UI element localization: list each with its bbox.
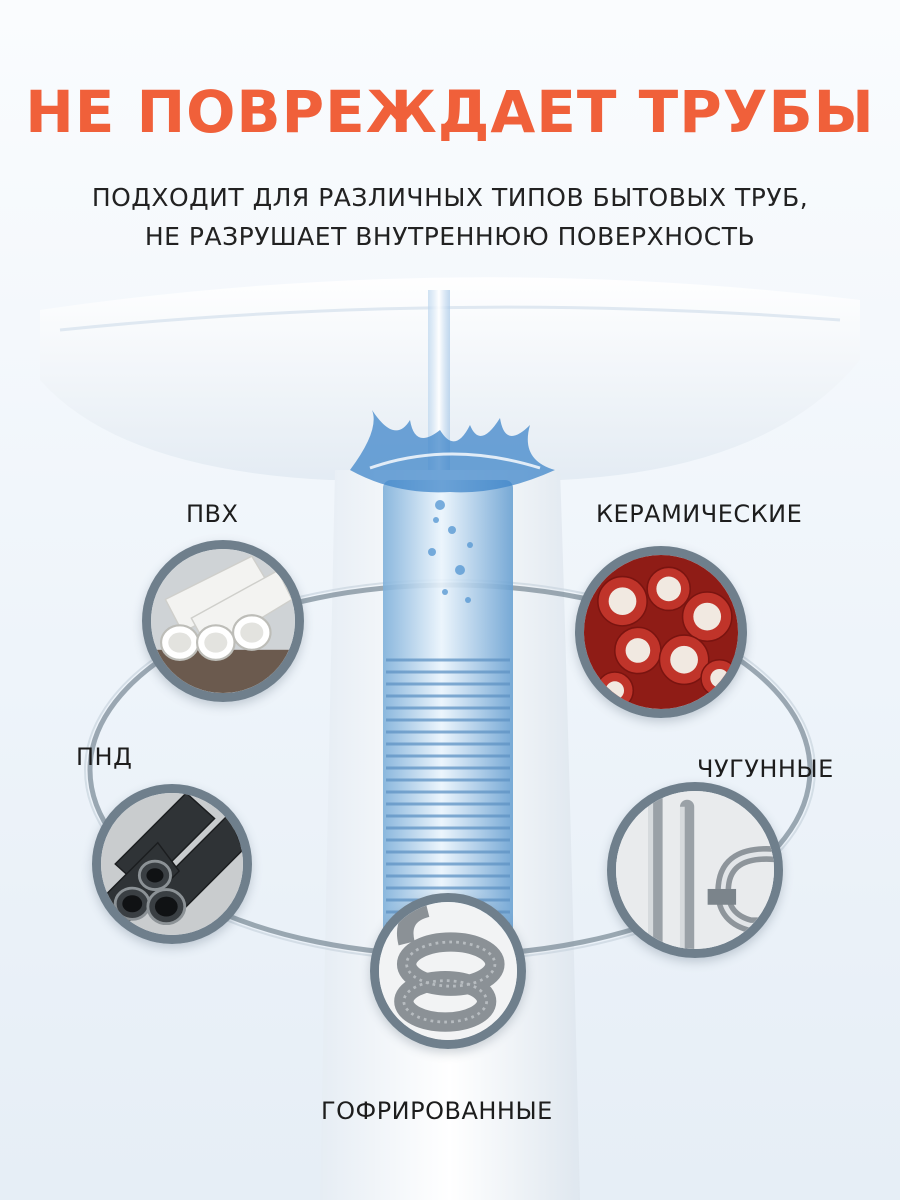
label-ceramic: КЕРАМИЧЕСКИЕ [596, 500, 803, 528]
label-cast-iron: ЧУГУННЫЕ [697, 755, 834, 783]
cast-iron-pipes-image [607, 782, 783, 958]
corrugated-pipes-image [370, 893, 526, 1049]
headline: НЕ ПОВРЕЖДАЕТ ТРУБЫ [25, 78, 875, 146]
pvc-pipes-image [142, 540, 304, 702]
subtitle-line-2: НЕ РАЗРУШАЕТ ВНУТРЕННЮЮ ПОВЕРХНОСТЬ [144, 222, 756, 251]
label-hdpe: ПНД [76, 743, 133, 771]
subtitle-line-1: ПОДХОДИТ ДЛЯ РАЗЛИЧНЫХ ТИПОВ БЫТОВЫХ ТРУ… [91, 183, 809, 212]
ceramic-pipes-image [575, 546, 747, 718]
label-corrugated: ГОФРИРОВАННЫЕ [321, 1097, 553, 1125]
hdpe-pipes-image [92, 784, 252, 944]
label-pvc: ПВХ [186, 500, 239, 528]
